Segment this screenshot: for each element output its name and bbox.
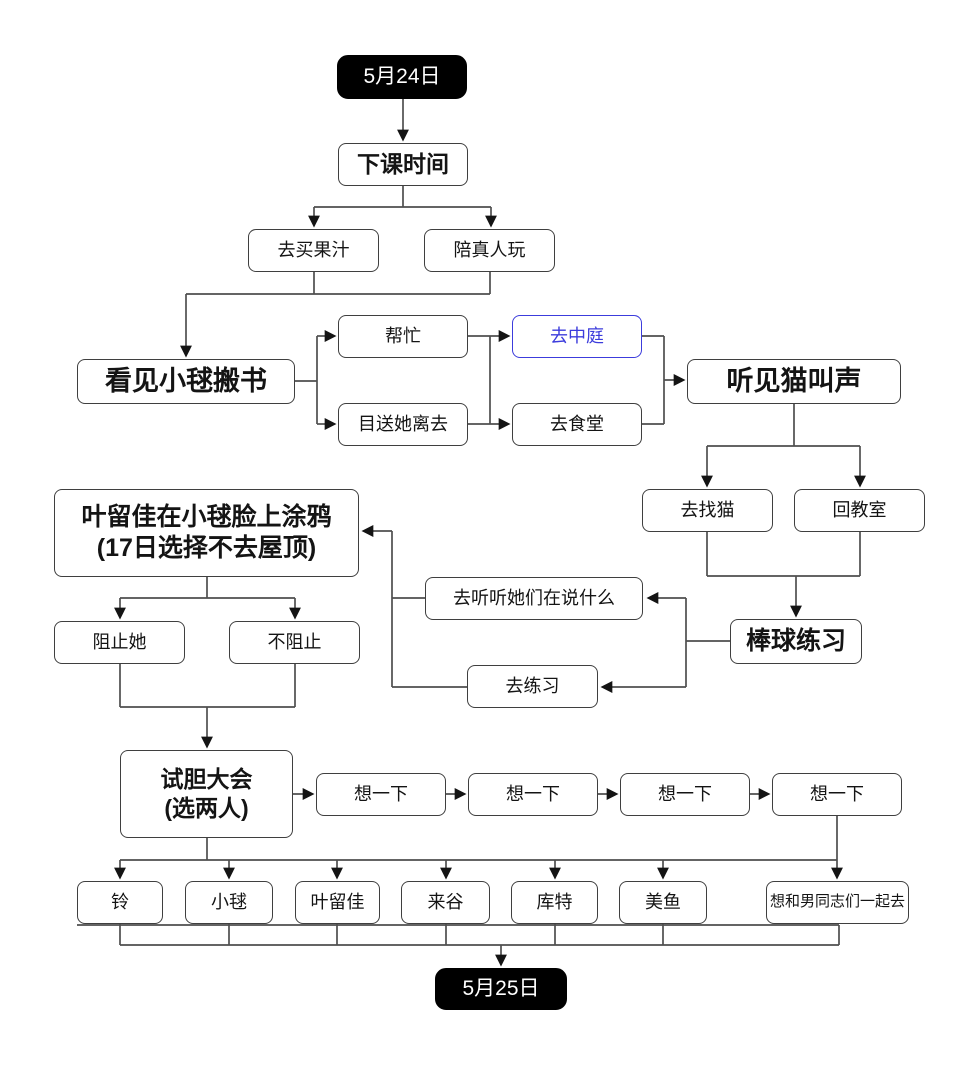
- node-go-cafeteria: 去食堂: [512, 403, 642, 446]
- node-courage-test: 试胆大会 (选两人): [120, 750, 293, 838]
- node-after-class: 下课时间: [338, 143, 468, 186]
- node-courage-test-line2: (选两人): [164, 795, 249, 821]
- node-go-with-boys: 想和男同志们一起去: [766, 881, 909, 924]
- node-day-start: 5月24日: [337, 55, 467, 99]
- node-komari: 小毬: [185, 881, 273, 924]
- node-watch-her-leave: 目送她离去: [338, 403, 468, 446]
- node-courage-test-line1: 试胆大会: [160, 766, 253, 793]
- node-baseball-practice: 棒球练习: [730, 619, 862, 664]
- node-listen-to-them: 去听听她们在说什么: [425, 577, 643, 620]
- node-day-end: 5月25日: [435, 968, 567, 1010]
- node-haruka-graffiti-line1: 叶留佳在小毬脸上涂鸦: [81, 502, 332, 531]
- node-haruka: 叶留佳: [295, 881, 380, 924]
- node-go-find-cat: 去找猫: [642, 489, 773, 532]
- node-mio: 美鱼: [619, 881, 707, 924]
- node-hear-cat-meow: 听见猫叫声: [687, 359, 901, 404]
- node-stop-her: 阻止她: [54, 621, 185, 664]
- node-think-1: 想一下: [316, 773, 446, 816]
- node-think-2: 想一下: [468, 773, 598, 816]
- node-haruka-graffiti-line2: (17日选择不去屋顶): [96, 534, 317, 562]
- node-return-classroom: 回教室: [794, 489, 925, 532]
- node-haruka-graffiti: 叶留佳在小毬脸上涂鸦 (17日选择不去屋顶): [54, 489, 359, 577]
- node-dont-stop: 不阻止: [229, 621, 360, 664]
- node-buy-juice: 去买果汁: [248, 229, 379, 272]
- node-see-komari-books: 看见小毬搬书: [77, 359, 295, 404]
- node-go-courtyard: 去中庭: [512, 315, 642, 358]
- node-help: 帮忙: [338, 315, 468, 358]
- node-kud: 库特: [511, 881, 598, 924]
- node-kurugaya: 来谷: [401, 881, 490, 924]
- node-think-3: 想一下: [620, 773, 750, 816]
- node-think-4: 想一下: [772, 773, 902, 816]
- node-go-practice: 去练习: [467, 665, 598, 708]
- node-play-with-masato: 陪真人玩: [424, 229, 555, 272]
- node-rin: 铃: [77, 881, 163, 924]
